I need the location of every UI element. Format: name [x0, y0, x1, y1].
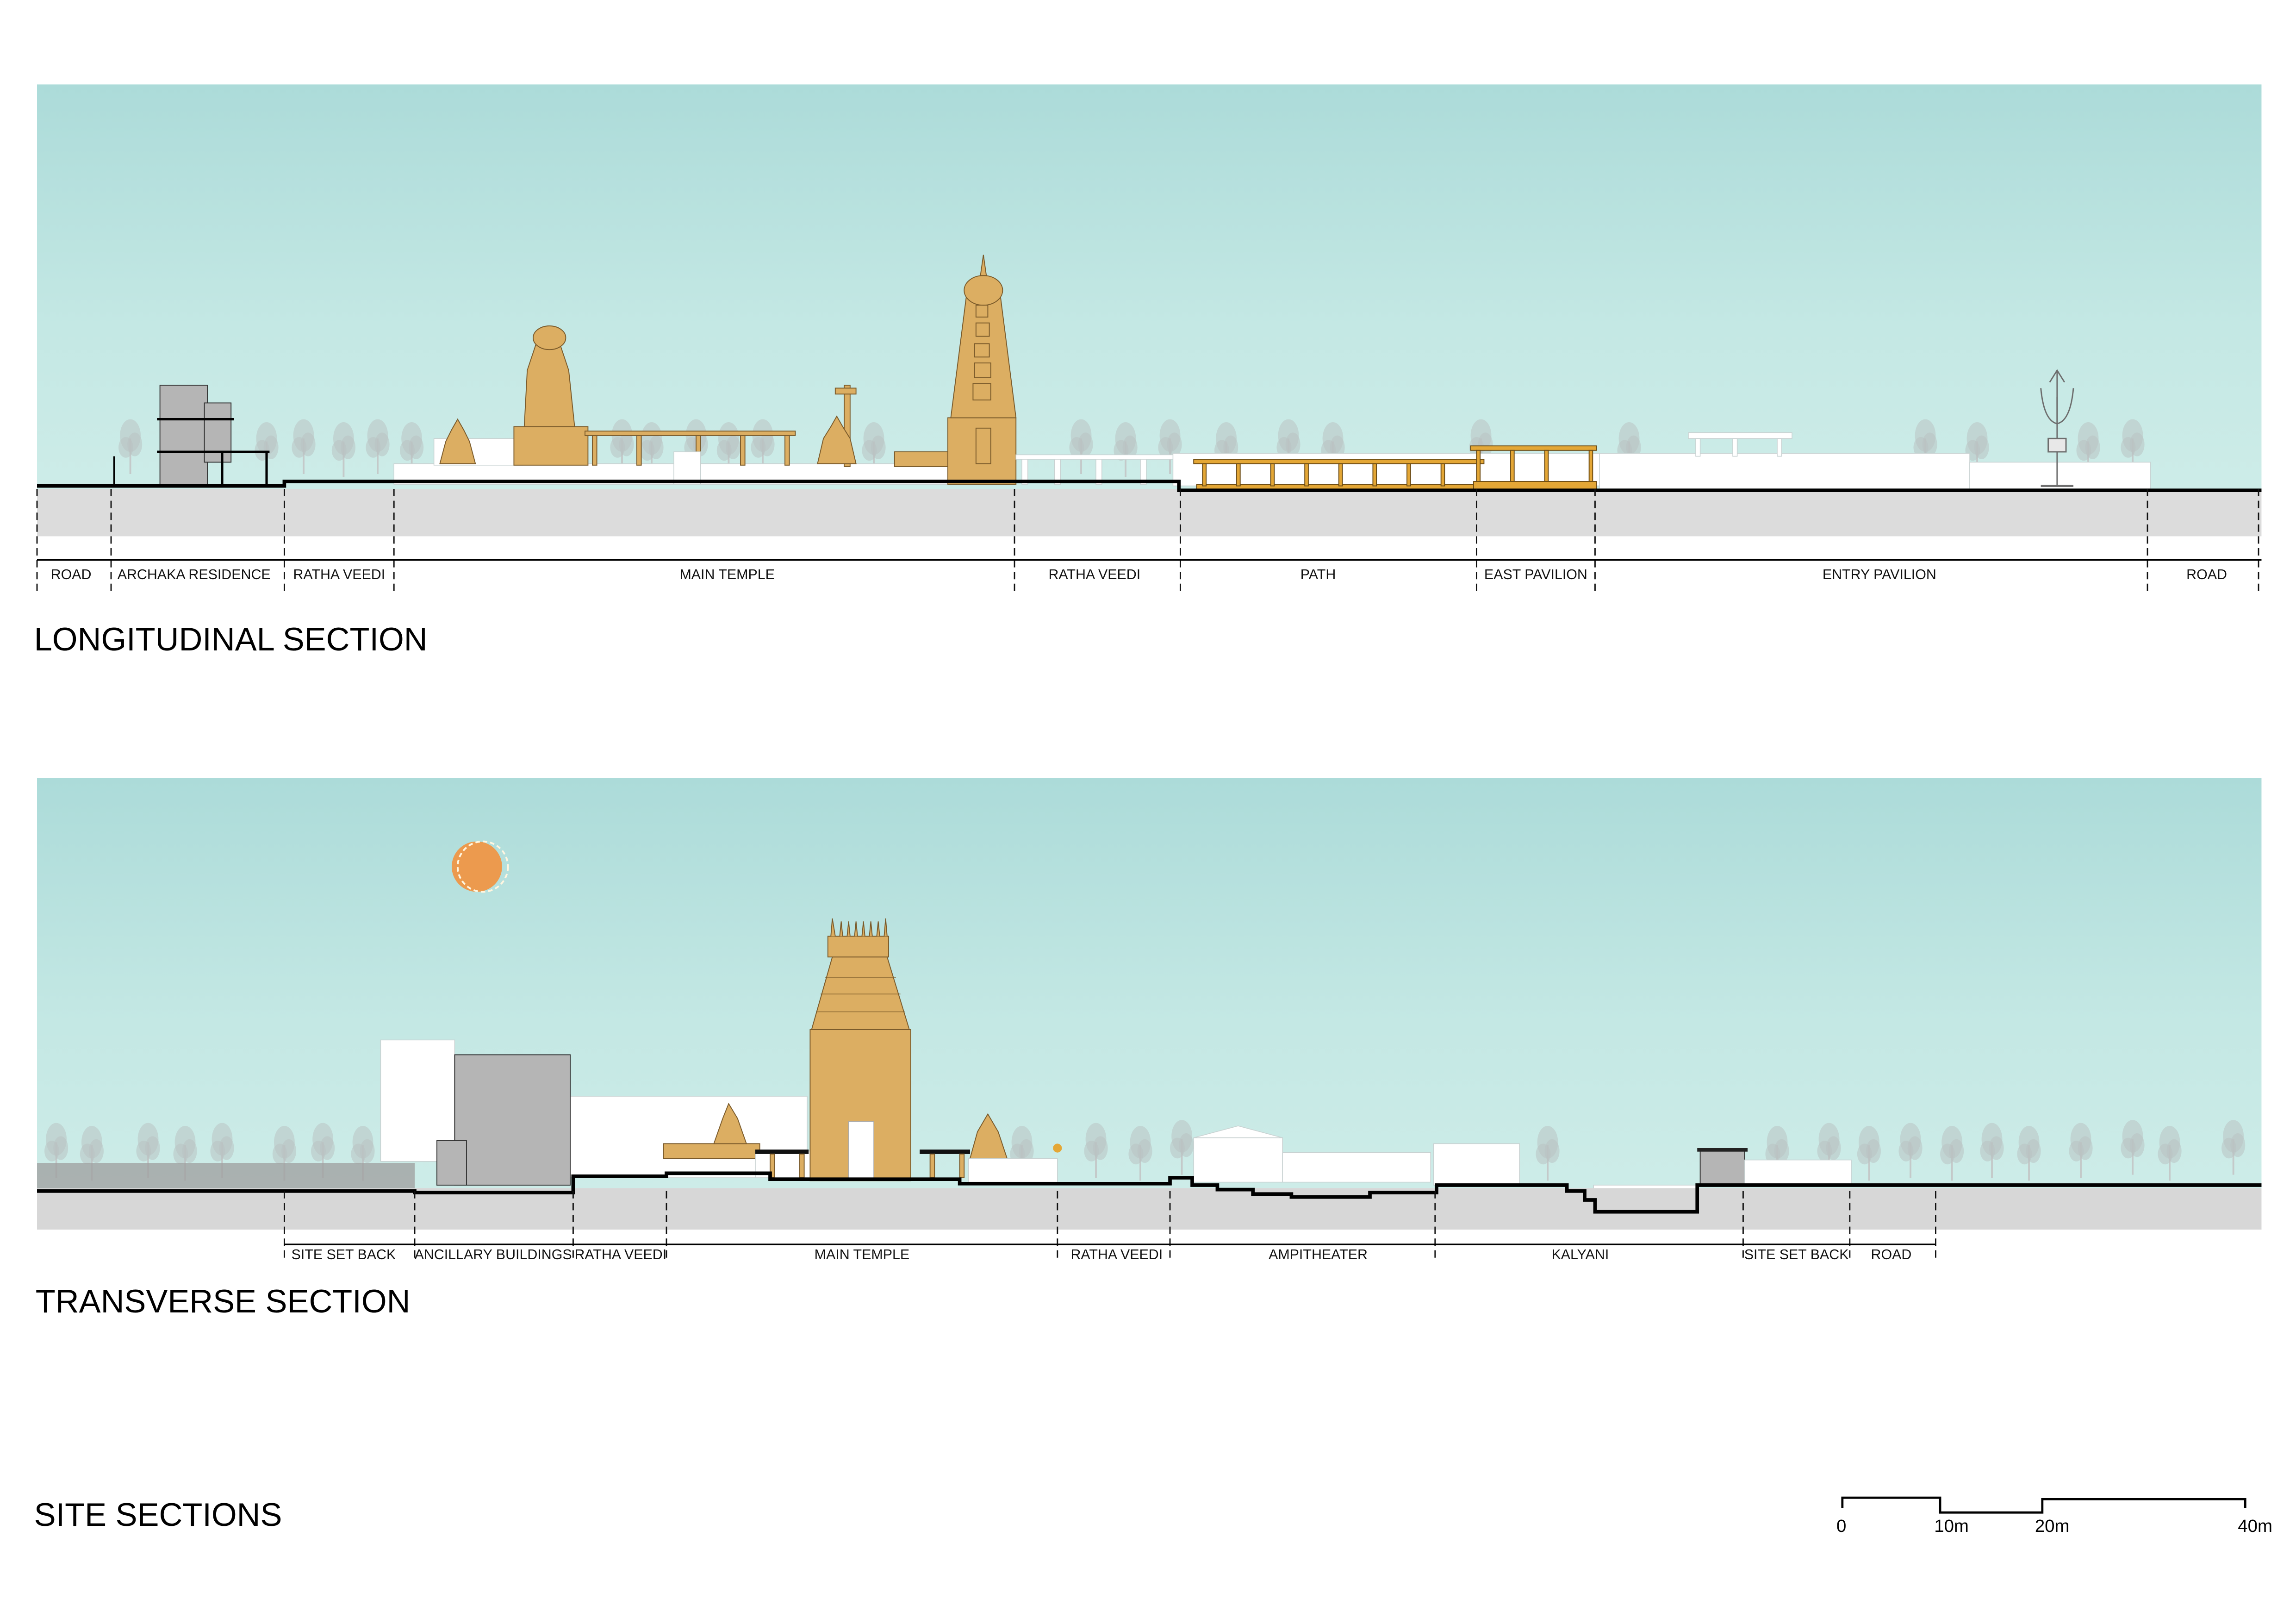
hedge: [37, 1163, 415, 1190]
zone-label-path: PATH: [1300, 567, 1336, 582]
trishul-sculpture: [2040, 369, 2074, 487]
ground-earth-band: [37, 1188, 2262, 1230]
zone-label-main-temple: MAIN TEMPLE: [815, 1247, 909, 1262]
scale-tick-10m: 10m: [1934, 1516, 1969, 1536]
ratha-veedi-colonnade: [1015, 454, 1180, 485]
longitudinal-zone-labels: ROAD ARCHAKA RESIDENCE RATHA VEEDI MAIN …: [51, 567, 2227, 582]
zone-label-ancillary-buildings: ANCILLARY BUILDINGS: [415, 1247, 572, 1262]
east-pavilion: [1470, 445, 1597, 491]
ancillary-buildings: [380, 1039, 808, 1186]
path-pavilion: [1172, 453, 1618, 491]
main-gopuram-tower: [947, 255, 1017, 485]
ground-profile-line: [37, 480, 2262, 493]
transverse-zone-labels: SITE SET BACK ANCILLARY BUILDINGS RATHA …: [292, 1247, 1912, 1262]
scale-tick-40m: 40m: [2238, 1516, 2272, 1536]
zone-label-ratha-veedi: RATHA VEEDI: [1070, 1247, 1163, 1262]
sheet-title: SITE SECTIONS: [34, 1496, 282, 1533]
zone-label-east-pavilion: EAST PAVILION: [1484, 567, 1587, 582]
scale-tick-0: 0: [1836, 1516, 1846, 1536]
zone-dividers: [36, 489, 2259, 596]
zone-label-ratha-veedi: RATHA VEEDI: [574, 1247, 666, 1262]
scale-tick-20m: 20m: [2035, 1516, 2070, 1536]
zone-label-site-set-back: SITE SET BACK: [292, 1247, 396, 1262]
longitudinal-section: ROAD ARCHAKA RESIDENCE RATHA VEEDI MAIN …: [34, 84, 2262, 657]
zone-label-road: ROAD: [51, 567, 92, 582]
ground-earth-band: [37, 489, 2262, 537]
zone-label-entry-pavilion: ENTRY PAVILION: [1823, 567, 1936, 582]
archaka-residence-building: [113, 385, 270, 487]
zone-dividers: [283, 1191, 1936, 1262]
zone-label-ratha-veedi: RATHA VEEDI: [293, 567, 385, 582]
sky-background: [37, 778, 2262, 1188]
zone-label-archaka-residence: ARCHAKA RESIDENCE: [118, 567, 271, 582]
guard-booth: [1697, 1148, 1852, 1186]
zone-label-road: ROAD: [1871, 1247, 1912, 1262]
scale-bar: 0 10m 20m 40m: [1836, 1496, 2272, 1536]
transverse-section: SITE SET BACK ANCILLARY BUILDINGS RATHA …: [36, 778, 2262, 1319]
sky-background: [37, 84, 2262, 489]
zone-label-main-temple: MAIN TEMPLE: [679, 567, 774, 582]
zone-label-kalyani: KALYANI: [1551, 1247, 1609, 1262]
longitudinal-section-title: LONGITUDINAL SECTION: [34, 621, 428, 657]
ground-profile-line: [37, 1171, 2262, 1214]
transverse-section-title: TRANSVERSE SECTION: [36, 1283, 411, 1319]
zone-label-site-set-back: SITE SET BACK: [1744, 1247, 1849, 1262]
sun-icon: [452, 840, 509, 893]
zone-label-ratha-veedi: RATHA VEEDI: [1048, 567, 1140, 582]
zone-label-road: ROAD: [2186, 567, 2227, 582]
entry-pavilion: [1599, 432, 2151, 489]
zone-label-ampitheater: AMPITHEATER: [1269, 1247, 1368, 1262]
gopuram-tower-front: [809, 918, 911, 1181]
